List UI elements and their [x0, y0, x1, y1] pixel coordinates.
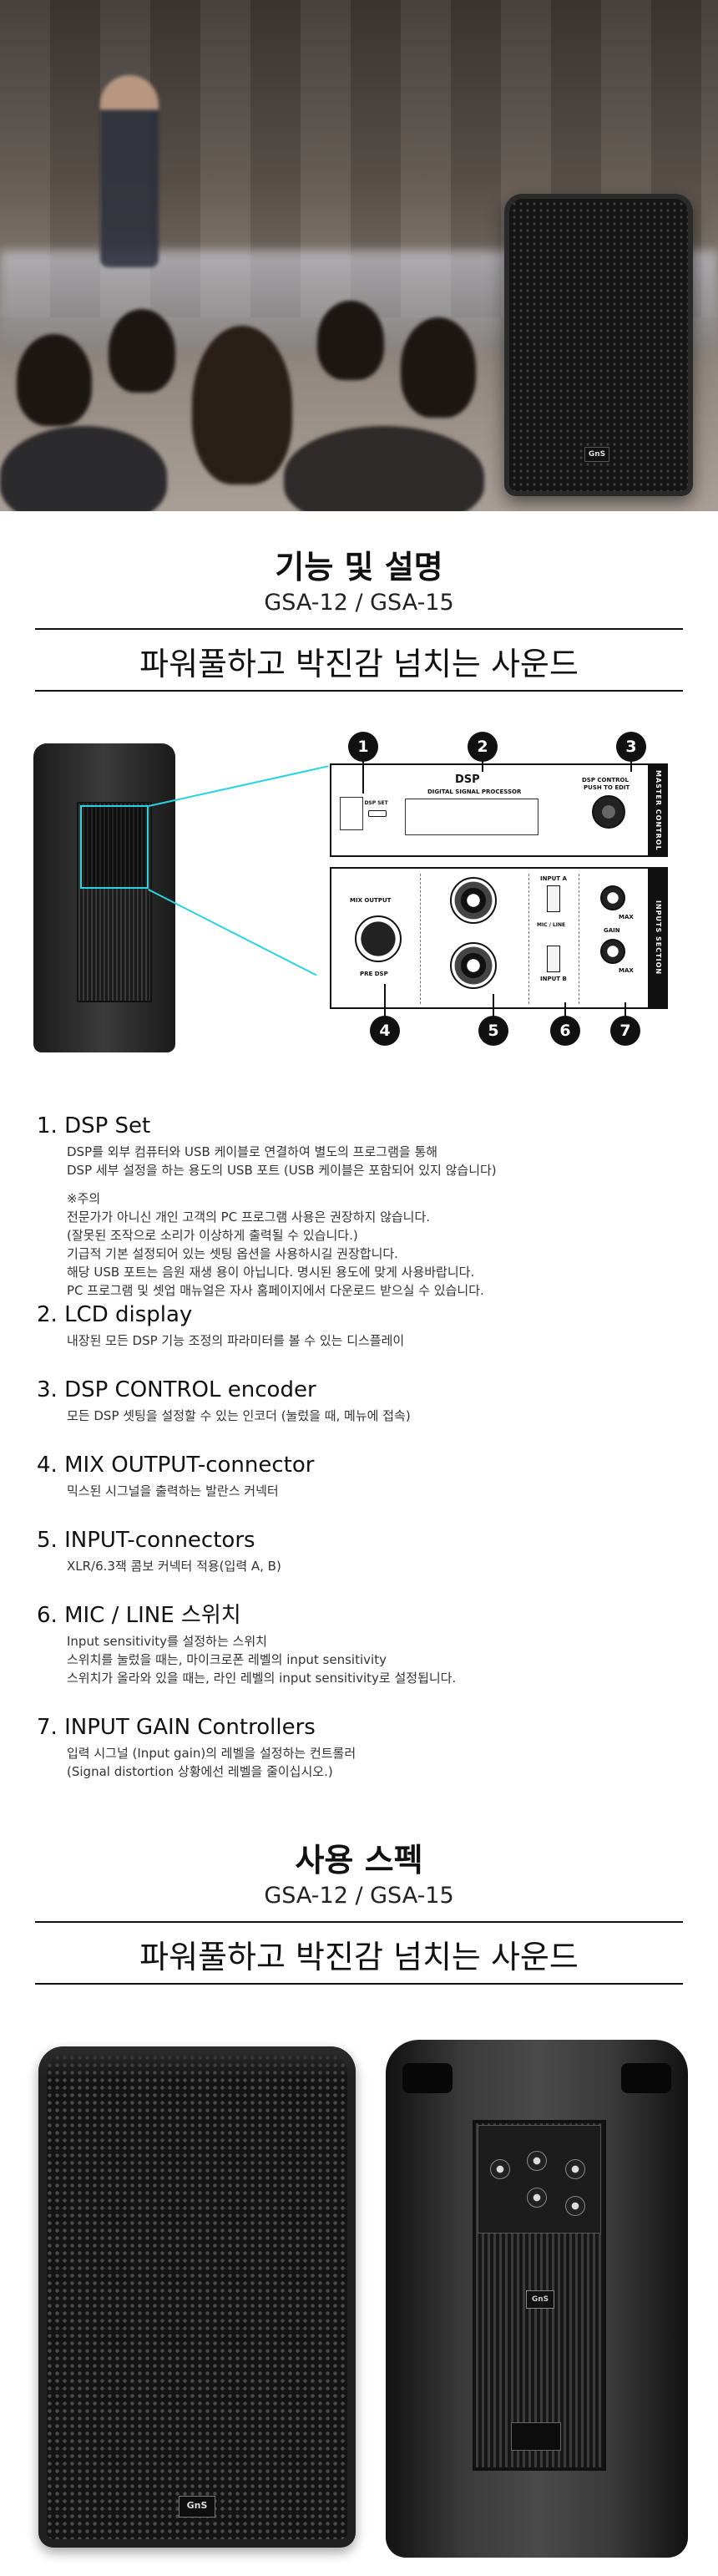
- section-tagline-features: 파워풀하고 박진감 넘치는 사운드: [139, 646, 579, 682]
- caution-note-line: 기급적 기본 설정되어 있는 셋팅 옵션을 사용하시길 권장합니다.: [67, 1246, 398, 1261]
- feature-line: 믹스된 시그널을 출력하는 발란스 커넥터: [67, 1483, 279, 1498]
- section-rule-bottom: [35, 690, 683, 692]
- lcd-display: [405, 799, 538, 835]
- badge-5: 5: [478, 1016, 508, 1046]
- inputs-section-label: INPUTS SECTION: [648, 867, 668, 1009]
- feature-line: 입력 시그널 (Input gain)의 레벨을 설정하는 컨트롤러: [67, 1746, 356, 1761]
- mix-output-label: MIX OUTPUT: [350, 897, 392, 904]
- caution-note-line: PC 프로그램 및 셋업 매뉴얼은 자사 홈페이지에서 다운로드 받으실 수 있…: [67, 1283, 484, 1298]
- feature-line: (Signal distortion 상황에선 레벨을 줄이십시오.): [67, 1764, 333, 1779]
- section-rule-bottom: [35, 1983, 683, 1985]
- section-title-specs: 사용 스펙: [295, 1842, 423, 1879]
- front-logo-badge: GnS: [179, 2496, 215, 2518]
- caution-note-line: (잘못된 조작으로 소리가 이상하게 출력될 수 있습니다.): [67, 1228, 358, 1243]
- input-b-mic-line-switch: [547, 946, 560, 972]
- badge-7: 7: [610, 1016, 640, 1046]
- usb-label: ONLY DSP SET: [348, 800, 388, 806]
- section-models-features: GSA-12 / GSA-15: [264, 590, 454, 616]
- feature-item: 4. MIX OUTPUT-connector 믹스된 시그널을 출력하는 발란…: [37, 1452, 688, 1500]
- mic-line-label: MIC / LINE: [537, 922, 566, 928]
- feature-item: 7. INPUT GAIN Controllers 입력 시그널 (Input …: [37, 1714, 688, 1781]
- hero-image: [0, 0, 718, 511]
- inputs-section-panel: INPUTS SECTION MIX OUTPUT PRE DSP INPUT …: [330, 867, 668, 1009]
- back-handle-left: [402, 2063, 453, 2093]
- usb-port-icon: [368, 810, 387, 817]
- feature-item: 2. LCD display 내장된 모든 DSP 기능 조정의 파라미터를 볼…: [37, 1301, 688, 1350]
- dsp-control-sublabel: PUSH TO EDIT: [584, 784, 630, 791]
- feature-line: 스위치를 눌렀을 때는, 마이크로폰 레벨의 input sensitivity: [67, 1652, 387, 1667]
- badge-2: 2: [468, 732, 498, 762]
- caution-note-line: 전문가가 아니신 개인 고객의 PC 프로그램 사용은 권장하지 않습니다.: [67, 1209, 431, 1225]
- hero-speaker-product: [504, 194, 693, 496]
- caution-note-line: ※주의: [67, 1191, 101, 1206]
- badge-3: 3: [616, 732, 646, 762]
- input-b-gain-knob: [600, 939, 625, 964]
- feature-title: 2. LCD display: [37, 1302, 193, 1327]
- dsp-control-label: DSP CONTROL: [582, 777, 629, 783]
- section-models-specs: GSA-12 / GSA-15: [264, 1883, 454, 1909]
- usb-port-frame: [340, 797, 363, 830]
- gain-max-label-a: MAX: [619, 914, 634, 920]
- input-b-combo-connector: [450, 942, 497, 989]
- feature-item: 3. DSP CONTROL encoder 모든 DSP 셋팅을 설정할 수 …: [37, 1377, 688, 1425]
- dsp-title: DSP: [455, 773, 480, 786]
- feature-title: 5. INPUT-connectors: [37, 1528, 255, 1553]
- badge-1: 1: [348, 732, 378, 762]
- mix-output-xlr-connector: [355, 915, 402, 962]
- feature-title: 4. MIX OUTPUT-connector: [37, 1453, 315, 1478]
- control-panel-diagram: MASTER CONTROL ONLY DSP SET DSP DIGITAL …: [25, 732, 693, 1086]
- speaker-front-photo: [38, 2046, 356, 2548]
- hero-presenter: [100, 75, 159, 267]
- feature-line: DSP를 외부 컴퓨터와 USB 케이블로 연결하여 별도의 프로그램을 통해: [67, 1144, 438, 1159]
- feature-title: 3. DSP CONTROL encoder: [37, 1377, 316, 1402]
- back-io-section: [478, 2125, 601, 2234]
- feature-line: Input sensitivity를 설정하는 스위치: [67, 1634, 267, 1649]
- pre-dsp-label: PRE DSP: [360, 971, 388, 977]
- gain-max-label-b: MAX: [619, 967, 634, 974]
- input-a-mic-line-switch: [547, 885, 560, 912]
- badge-4: 4: [370, 1016, 400, 1046]
- input-a-gain-knob: [600, 885, 625, 910]
- rear-panel-highlight: [80, 805, 149, 889]
- section-title-features: 기능 및 설명: [275, 549, 443, 586]
- section-rule-top: [35, 1921, 683, 1923]
- feature-line: XLR/6.3잭 콤보 커넥터 적용(입력 A, B): [67, 1559, 281, 1574]
- back-handle-right: [621, 2063, 671, 2093]
- master-control-panel: MASTER CONTROL ONLY DSP SET DSP DIGITAL …: [330, 763, 668, 857]
- feature-line: 내장된 모든 DSP 기능 조정의 파라미터를 볼 수 있는 디스플레이: [67, 1333, 405, 1348]
- feature-line: 스위치가 올라와 있을 때는, 라인 레벨의 input sensitivity…: [67, 1671, 457, 1686]
- badge-6: 6: [550, 1016, 580, 1046]
- gain-label: GAIN: [604, 927, 620, 934]
- caution-note: ※주의 전문가가 아니신 개인 고객의 PC 프로그램 사용은 권장하지 않습니…: [67, 1189, 688, 1300]
- feature-title: 6. MIC / LINE 스위치: [37, 1603, 241, 1628]
- feature-title: 7. INPUT GAIN Controllers: [37, 1715, 316, 1740]
- rear-amp-panel: [77, 802, 152, 1002]
- feature-title: 1. DSP Set: [37, 1113, 151, 1138]
- feature-item: 5. INPUT-connectors XLR/6.3잭 콤보 커넥터 적용(입…: [37, 1527, 688, 1575]
- feature-line: DSP 세부 설정을 하는 용도의 USB 포트 (USB 케이블은 포함되어 …: [67, 1163, 497, 1178]
- section-tagline-specs: 파워풀하고 박진감 넘치는 사운드: [139, 1939, 579, 1975]
- hero-audience: [0, 301, 518, 511]
- dsp-control-encoder-knob: [592, 795, 625, 829]
- input-a-label: INPUT A: [540, 875, 567, 882]
- feature-line: 모든 DSP 셋팅을 설정할 수 있는 인코더 (눌렀을 때, 메뉴에 접속): [67, 1408, 411, 1423]
- input-a-combo-connector: [450, 877, 497, 924]
- callout-line-top: [149, 765, 329, 807]
- feature-item: 6. MIC / LINE 스위치 Input sensitivity를 설정하…: [37, 1602, 688, 1687]
- dsp-subtitle: DIGITAL SIGNAL PROCESSOR: [427, 789, 522, 795]
- section-rule-top: [35, 628, 683, 630]
- input-b-label: INPUT B: [540, 976, 567, 982]
- back-power-socket: [511, 2422, 561, 2451]
- master-control-label: MASTER CONTROL: [648, 763, 668, 857]
- feature-item: 1. DSP Set DSP를 외부 컴퓨터와 USB 케이블로 연결하여 별도…: [37, 1113, 688, 1300]
- caution-note-line: 해당 USB 포트는 음원 재생 용이 아닙니다. 명시된 용도에 맞게 사용바…: [67, 1265, 475, 1280]
- back-logo-badge: GnS: [526, 2290, 554, 2309]
- hero-product-logo: GnS: [584, 447, 609, 462]
